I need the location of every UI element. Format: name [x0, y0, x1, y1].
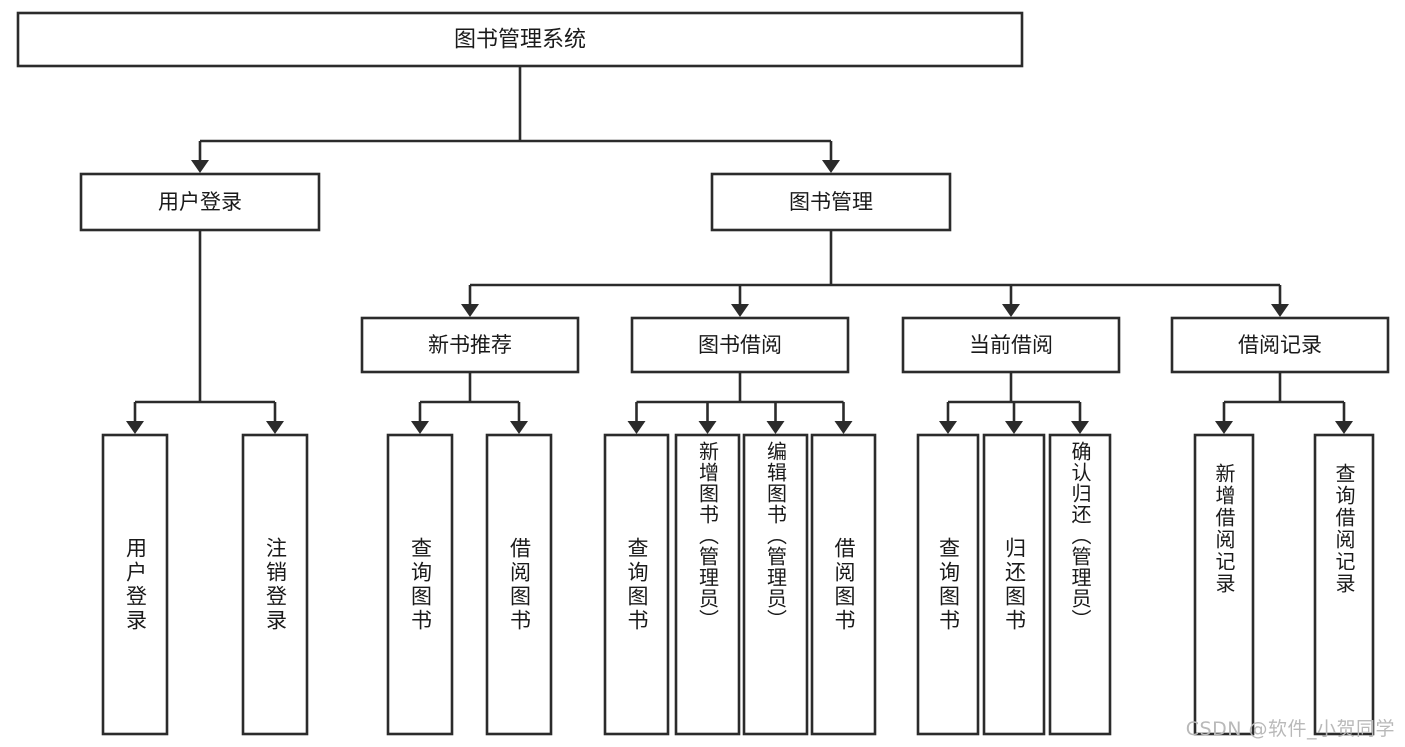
- node-root[interactable]: 图书管理系统: [16, 11, 1024, 68]
- arrow-head-icon: [698, 421, 717, 434]
- node-label-book-borrow: 图书借阅: [698, 333, 782, 357]
- node-label-book-manage: 图书管理: [789, 190, 873, 214]
- node-box-leaf-query-book-new: [386, 433, 454, 736]
- node-leaf-confirm-return-admin[interactable]: [1048, 433, 1112, 736]
- edge-group-root: [191, 66, 840, 173]
- edge-group-borrow-record: [1215, 372, 1353, 434]
- node-box-book-borrow: [630, 316, 850, 374]
- node-leaf-user-login[interactable]: [101, 433, 169, 736]
- node-box-user-login: [79, 172, 321, 232]
- node-book-borrow[interactable]: 图书借阅: [630, 316, 850, 374]
- node-box-leaf-query-book-borrow: [603, 433, 670, 736]
- node-leaf-edit-book-admin[interactable]: [742, 433, 809, 736]
- arrow-head-icon: [411, 421, 429, 434]
- arrow-head-icon: [1215, 421, 1233, 434]
- node-box-leaf-query-book-current: [916, 433, 980, 736]
- connector-layer: [126, 66, 1353, 434]
- node-leaf-borrow-book-new[interactable]: [485, 433, 553, 736]
- node-box-leaf-user-logout: [241, 433, 309, 736]
- arrow-head-icon: [822, 160, 840, 173]
- node-leaf-return-book[interactable]: [982, 433, 1046, 736]
- arrow-head-icon: [627, 421, 646, 434]
- arrow-head-icon: [1335, 421, 1353, 434]
- node-box-leaf-user-login: [101, 433, 169, 736]
- arrow-head-icon: [1005, 421, 1023, 434]
- node-leaf-query-borrow-record[interactable]: [1313, 433, 1375, 736]
- edge-group-book-borrow: [627, 372, 853, 434]
- node-box-leaf-edit-book-admin: [742, 433, 809, 736]
- edge-group-user-login: [126, 230, 284, 434]
- node-leaf-add-borrow-record[interactable]: [1193, 433, 1255, 736]
- arrow-head-icon: [766, 421, 785, 434]
- node-label-user-login: 用户登录: [158, 190, 242, 214]
- node-box-leaf-borrow-book-new: [485, 433, 553, 736]
- node-current-borrow[interactable]: 当前借阅: [901, 316, 1121, 374]
- node-label-new-book-recommend: 新书推荐: [428, 333, 512, 357]
- node-box-new-book-recommend: [360, 316, 580, 374]
- watermark: CSDN @软件_小贺同学: [1185, 718, 1395, 740]
- node-label-borrow-record: 借阅记录: [1238, 333, 1322, 357]
- arrow-head-icon: [1002, 304, 1020, 317]
- node-box-root: [16, 11, 1024, 68]
- arrow-head-icon: [191, 160, 209, 173]
- node-leaf-borrow-book[interactable]: [810, 433, 877, 736]
- arrow-head-icon: [1271, 304, 1289, 317]
- arrow-head-icon: [731, 304, 749, 317]
- node-box-book-manage: [710, 172, 952, 232]
- node-leaf-query-book-current[interactable]: [916, 433, 980, 736]
- node-leaf-user-logout[interactable]: [241, 433, 309, 736]
- arrow-head-icon: [939, 421, 957, 434]
- node-box-leaf-confirm-return-admin: [1048, 433, 1112, 736]
- node-box-current-borrow: [901, 316, 1121, 374]
- node-leaf-query-book-borrow[interactable]: [603, 433, 670, 736]
- node-label-root: 图书管理系统: [454, 28, 586, 53]
- node-box-leaf-add-book-admin: [674, 433, 741, 736]
- edge-group-current-borrow: [939, 372, 1089, 434]
- node-leaf-query-book-new[interactable]: [386, 433, 454, 736]
- node-box-leaf-add-borrow-record: [1193, 433, 1255, 736]
- node-box-leaf-query-borrow-record: [1313, 433, 1375, 736]
- edge-group-new-book-recommend: [411, 372, 528, 434]
- arrow-head-icon: [126, 421, 144, 434]
- node-box-leaf-borrow-book: [810, 433, 877, 736]
- arrow-head-icon: [461, 304, 479, 317]
- arrow-head-icon: [1071, 421, 1089, 434]
- node-new-book-recommend[interactable]: 新书推荐: [360, 316, 580, 374]
- node-box-leaf-return-book: [982, 433, 1046, 736]
- arrow-head-icon: [510, 421, 528, 434]
- node-box-borrow-record: [1170, 316, 1390, 374]
- node-borrow-record[interactable]: 借阅记录: [1170, 316, 1390, 374]
- arrow-head-icon: [266, 421, 284, 434]
- node-book-manage[interactable]: 图书管理: [710, 172, 952, 232]
- edge-group-book-manage: [461, 230, 1289, 317]
- node-leaf-add-book-admin[interactable]: [674, 433, 741, 736]
- arrow-head-icon: [834, 421, 853, 434]
- node-label-current-borrow: 当前借阅: [969, 333, 1053, 357]
- node-user-login[interactable]: 用户登录: [79, 172, 321, 232]
